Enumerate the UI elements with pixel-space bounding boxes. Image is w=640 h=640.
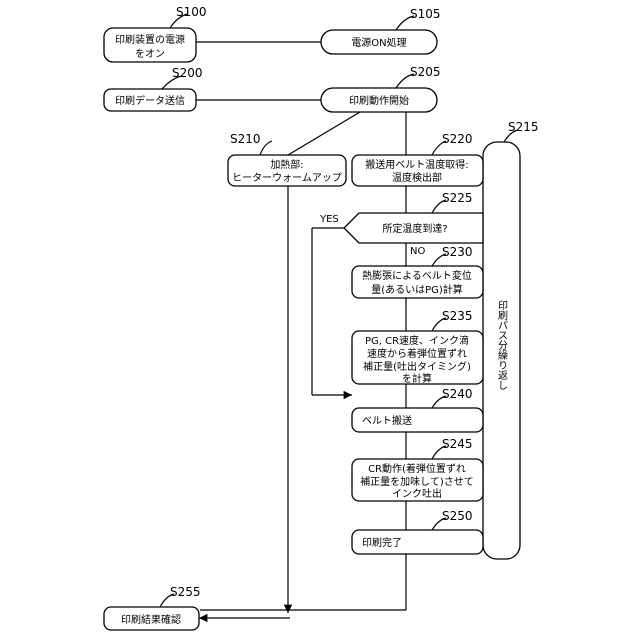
step-s245: CR動作(着弾位置ずれ 補正量を加味して)させて インク吐出 S245 [352, 437, 483, 501]
step-s220-line2: 温度検出部 [392, 171, 442, 184]
step-s225-no: NO [410, 246, 425, 257]
step-s220: 搬送用ベルト温度取得: 温度検出部 S220 [352, 132, 483, 186]
step-s255: 印刷結果確認 S255 [104, 585, 201, 630]
step-s200: 印刷データ送信 S200 [104, 66, 203, 111]
step-s225-line1: 所定温度到達? [382, 222, 447, 235]
step-s105: 電源ON処理 S105 [321, 7, 441, 54]
step-s100-line2: をオン [135, 48, 165, 60]
step-s245-line2: 補正量を加味して)させて [360, 475, 474, 488]
step-s215-label: 印刷パス分繰り返し [496, 300, 508, 390]
step-s235-line4: を計算 [402, 372, 432, 385]
step-s225-id: S225 [442, 191, 473, 205]
step-s105-line1: 電源ON処理 [351, 36, 406, 49]
step-s250-id: S250 [442, 509, 473, 523]
step-s250-line1: 印刷完了 [362, 536, 402, 549]
step-s200-line1: 印刷データ送信 [115, 94, 185, 107]
step-s250: 印刷完了 S250 [352, 509, 483, 554]
step-s240: ベルト搬送 S240 [352, 387, 483, 432]
step-s100-id: S100 [176, 5, 207, 19]
step-s230-line1: 熱膨張によるベルト変位 [362, 269, 472, 282]
step-s240-id: S240 [442, 387, 473, 401]
step-s255-id: S255 [170, 585, 201, 599]
step-s215: 印刷パス分繰り返し S215 [483, 120, 539, 559]
step-s235: PG, CR速度、インク滴 速度から着弾位置ずれ 補正量(吐出タイミング) を計… [352, 309, 483, 385]
step-s205-line1: 印刷動作開始 [349, 94, 409, 107]
step-s235-line1: PG, CR速度、インク滴 [365, 334, 469, 347]
step-s100: 印刷装置の電源 をオン S100 [104, 5, 207, 62]
step-s210: 加熱部: ヒーターウォームアップ S210 [228, 132, 346, 186]
step-s105-id: S105 [410, 7, 441, 21]
step-s220-id: S220 [442, 132, 473, 146]
step-s230-id: S230 [442, 245, 473, 259]
step-s100-line1: 印刷装置の電源 [115, 33, 185, 46]
step-s200-id: S200 [172, 66, 203, 80]
step-s255-line1: 印刷結果確認 [121, 613, 181, 626]
step-s245-line3: インク吐出 [392, 487, 442, 500]
step-s235-line2: 速度から着弾位置ずれ [367, 347, 467, 360]
step-s230-line2: 量(あるいはPG)計算 [371, 283, 463, 296]
step-s225-yes: YES [319, 214, 339, 225]
step-s220-line1: 搬送用ベルト温度取得: [365, 158, 468, 171]
step-s240-line1: ベルト搬送 [362, 414, 412, 427]
step-s245-id: S245 [442, 437, 473, 451]
step-s205-id: S205 [410, 65, 441, 79]
step-s235-id: S235 [442, 309, 473, 323]
step-s245-line1: CR動作(着弾位置ずれ [368, 462, 466, 475]
step-s210-line1: 加熱部: [270, 158, 303, 171]
step-s210-line2: ヒーターウォームアップ [232, 172, 342, 184]
step-s235-line3: 補正量(吐出タイミング) [363, 360, 471, 373]
step-s205: 印刷動作開始 S205 [321, 65, 441, 112]
step-s215-id: S215 [508, 120, 539, 134]
step-s210-id: S210 [230, 132, 261, 146]
